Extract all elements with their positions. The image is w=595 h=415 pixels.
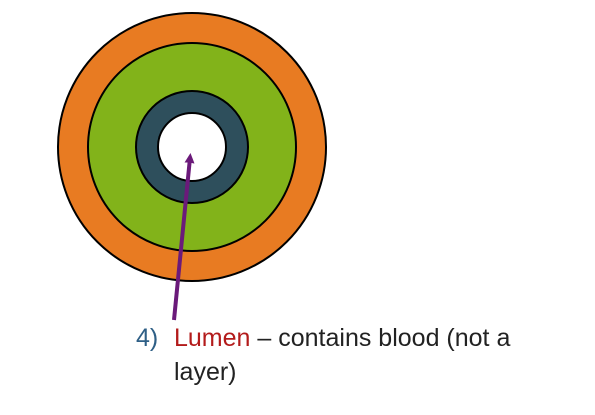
lumen-caption: 4) Lumen – contains blood (not a layer) bbox=[136, 321, 576, 389]
pointer-arrow bbox=[172, 153, 195, 321]
caption-number: 4) bbox=[136, 324, 159, 352]
lumen bbox=[157, 112, 227, 182]
caption-text-line1: – contains blood (not a bbox=[250, 324, 511, 352]
caption-term: Lumen bbox=[174, 324, 251, 352]
caption-text-line2: layer) bbox=[174, 358, 237, 386]
